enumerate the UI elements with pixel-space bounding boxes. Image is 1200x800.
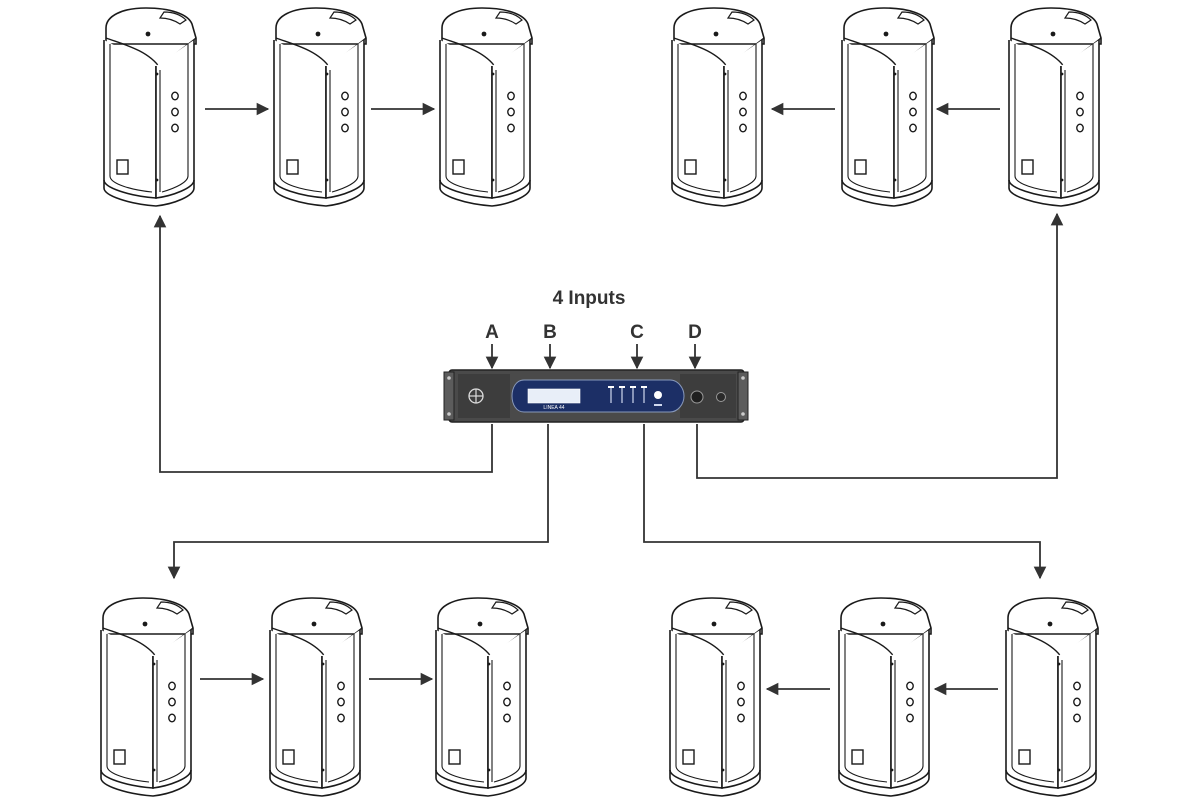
power-knob-icon <box>690 390 726 404</box>
chain-arrows <box>200 102 1000 696</box>
speaker-icon <box>435 597 529 797</box>
speaker-group-top-left <box>103 7 533 207</box>
amp-display-text: LINEA 44 <box>543 405 564 411</box>
input-label-c: C <box>630 322 644 343</box>
speaker-icon <box>838 597 932 797</box>
speaker-icon <box>669 597 763 797</box>
diagram-title: 4 Inputs <box>553 288 626 309</box>
speaker-icon <box>1005 597 1099 797</box>
input-arrows <box>485 344 702 370</box>
input-label-a: A <box>485 322 499 343</box>
speaker-group-bottom-right <box>669 597 1099 797</box>
mirror-speaker-logo-icon <box>468 388 484 404</box>
output-line-d <box>696 212 1064 479</box>
speaker-group-top-right <box>671 7 1102 207</box>
output-connections <box>153 212 1064 580</box>
speaker-icon <box>100 597 194 797</box>
amplifier-icon: LINEA 44 <box>443 369 749 423</box>
speaker-icon <box>273 7 367 207</box>
output-line-c <box>643 424 1047 580</box>
speaker-icon <box>439 7 533 207</box>
output-line-b <box>167 424 549 580</box>
speaker-icon <box>671 7 765 207</box>
output-line-a <box>153 214 493 473</box>
input-label-b: B <box>543 322 557 343</box>
speaker-icon <box>841 7 935 207</box>
speaker-group-bottom-left <box>100 597 529 797</box>
speaker-icon <box>1008 7 1102 207</box>
speaker-icon <box>103 7 197 207</box>
input-label-d: D <box>688 322 702 343</box>
speaker-icon <box>269 597 363 797</box>
